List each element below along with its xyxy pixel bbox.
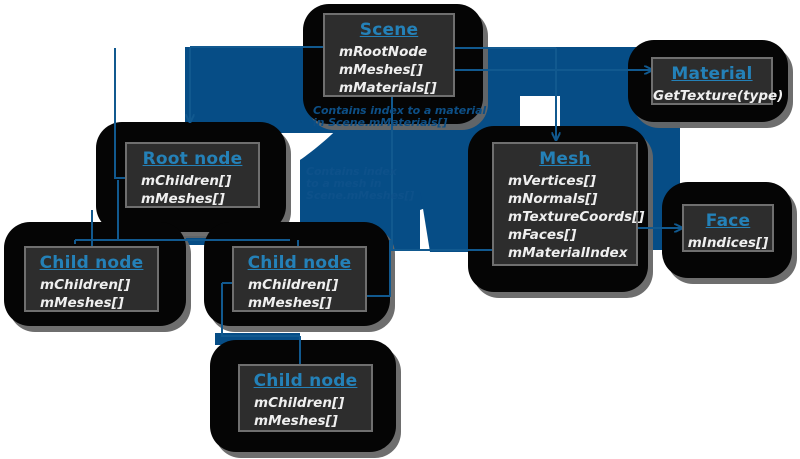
node-child-left[interactable]: Child node mChildren[] mMeshes[]: [24, 246, 159, 312]
node-face[interactable]: Face mIndices[]: [682, 204, 774, 252]
field-childbot-mchildren: mChildren[]: [254, 395, 345, 411]
node-child-bottom-title: Child node: [253, 371, 358, 391]
line-child-children: [221, 283, 300, 337]
field-mfaces: mFaces[]: [508, 227, 577, 243]
node-child-bottom-fields: mChildren[] mMeshes[]: [240, 394, 371, 430]
field-childleft-mchildren: mChildren[]: [40, 277, 131, 293]
field-mmeshes: mMeshes[]: [339, 62, 423, 78]
node-material-fields: GetTexture(type): [653, 87, 784, 105]
node-child-middle-title: Child node: [247, 253, 352, 273]
field-mrootnode: mRootNode: [339, 44, 428, 60]
node-face-title: Face: [705, 211, 751, 231]
field-mnormals: mNormals[]: [508, 191, 598, 207]
node-scene-fields: mRootNode mMeshes[] mMaterials[]: [325, 43, 453, 97]
node-child-left-fields: mChildren[] mMeshes[]: [26, 276, 157, 312]
note-material-index: Contains index to a material in Scene.mM…: [313, 104, 487, 129]
note-mesh-index: Contains index to a mesh in Scene.mMeshe…: [306, 165, 415, 202]
field-root-mchildren: mChildren[]: [141, 173, 232, 189]
field-childleft-mmeshes: mMeshes[]: [40, 295, 124, 311]
node-mesh[interactable]: Mesh mVertices[] mNormals[] mTextureCoor…: [492, 142, 645, 266]
node-scene-title: Scene: [359, 20, 419, 40]
field-childmid-mmeshes: mMeshes[]: [248, 295, 332, 311]
field-mmaterialindex: mMaterialIndex: [508, 245, 628, 261]
node-root-node-fields: mChildren[] mMeshes[]: [127, 172, 258, 208]
field-mvertices: mVertices[]: [508, 173, 596, 189]
node-child-middle-fields: mChildren[] mMeshes[]: [234, 276, 365, 312]
node-root-node[interactable]: Root node mChildren[] mMeshes[]: [125, 142, 260, 208]
field-childmid-mchildren: mChildren[]: [248, 277, 339, 293]
node-child-left-title: Child node: [39, 253, 144, 273]
field-mmaterials: mMaterials[]: [339, 80, 437, 96]
node-child-bottom[interactable]: Child node mChildren[] mMeshes[]: [238, 364, 373, 432]
node-scene[interactable]: Scene mRootNode mMeshes[] mMaterials[]: [323, 13, 455, 97]
field-mindices: mIndices[]: [687, 235, 769, 251]
band-center-drop: [378, 190, 420, 250]
field-mtexturecoords: mTextureCoords[]: [508, 209, 645, 225]
field-gettexture: GetTexture(type): [653, 88, 784, 104]
node-root-node-title: Root node: [142, 149, 243, 169]
node-child-middle[interactable]: Child node mChildren[] mMeshes[]: [232, 246, 367, 312]
node-face-fields: mIndices[]: [684, 234, 772, 252]
node-material[interactable]: Material GetTexture(type): [651, 57, 784, 105]
node-material-title: Material: [671, 64, 753, 84]
field-childbot-mmeshes: mMeshes[]: [254, 413, 338, 429]
field-root-mmeshes: mMeshes[]: [141, 191, 225, 207]
node-mesh-fields: mVertices[] mNormals[] mTextureCoords[] …: [494, 172, 645, 262]
node-mesh-title: Mesh: [539, 149, 591, 169]
